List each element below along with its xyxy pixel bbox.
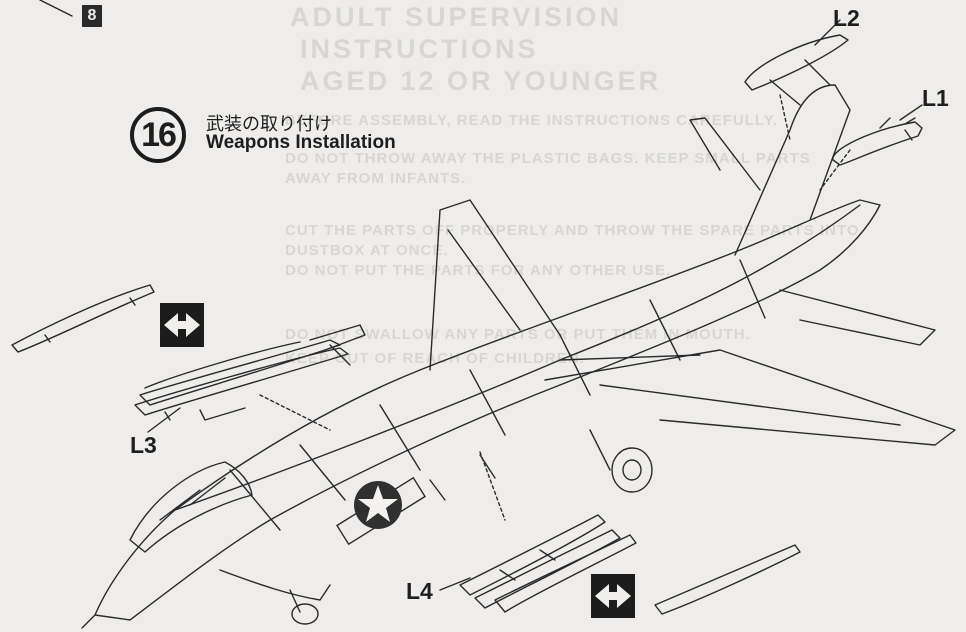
pod-l2 [744, 34, 849, 91]
step-number: 16 [130, 107, 186, 163]
background-body-line: KEEP OUT OF REACH OF CHILDREN. [285, 350, 585, 367]
background-warning-heading: ADULT SUPERVISION [290, 2, 623, 32]
rocket-pod-l3-tail [309, 324, 366, 353]
background-body-line: AWAY FROM INFANTS. [285, 170, 467, 187]
background-body-line: CUT THE PARTS OFF PROPERLY AND THROW THE… [285, 222, 860, 239]
guide-dashed-l2 [779, 94, 791, 141]
fuselage-pylon-l4 [429, 454, 496, 501]
horizontal-stabilizer [779, 289, 936, 346]
leader-line-l3 [147, 407, 181, 433]
fuselage-spine [174, 204, 861, 511]
leader-line-l1 [899, 104, 923, 121]
leader-line-l4 [439, 577, 471, 591]
landing-gear-wheel [611, 447, 653, 493]
fuselage-outline [94, 199, 881, 621]
detached-pylon [11, 284, 155, 353]
part-label-l3: L3 [130, 432, 157, 458]
background-body-line: DUSTBOX AT ONCE. [285, 242, 449, 259]
background-body-line: DO NOT THROW AWAY THE PLASTIC BAGS. KEEP… [285, 150, 811, 167]
horizontal-stabilizer-left [689, 117, 761, 191]
detached-pylon-right [654, 544, 801, 615]
rocket-pod-l4 [459, 514, 606, 596]
belly-intake [219, 569, 331, 601]
step-title-japanese: 武装の取り付け [206, 114, 332, 135]
missile-l1 [832, 121, 923, 166]
landing-gear [589, 429, 611, 471]
leader-line-l2 [814, 19, 841, 46]
swap-arrows-icon [160, 303, 204, 347]
wing-left [429, 199, 561, 371]
step-title-english: Weapons Installation [206, 132, 396, 153]
wing-right [544, 349, 956, 446]
guide-dashed-l4 [479, 451, 506, 521]
previous-step-badge: 8 [82, 5, 102, 27]
leader-line [39, 0, 73, 17]
nose-probe [81, 614, 96, 629]
canopy-outline [129, 461, 253, 553]
part-label-l4: L4 [406, 578, 433, 604]
guide-dashed-l1 [819, 149, 851, 191]
rocket-pod-l3 [139, 339, 341, 406]
background-warning-age: AGED 12 OR YOUNGER [300, 66, 662, 96]
background-warning-subheading: INSTRUCTIONS [300, 34, 539, 64]
part-label-l2: L2 [833, 5, 860, 31]
guide-dashed-l3 [259, 394, 331, 431]
part-label-l1: L1 [922, 85, 949, 111]
vertical-tail [734, 84, 851, 256]
fuselage-pylon-l3 [329, 344, 351, 366]
background-body-line: BEFORE ASSEMBLY, READ THE INSTRUCTIONS C… [285, 112, 779, 129]
fuselage-panel-lines [229, 259, 766, 531]
star-insignia-icon [336, 476, 426, 546]
swap-arrows-icon [591, 574, 635, 618]
